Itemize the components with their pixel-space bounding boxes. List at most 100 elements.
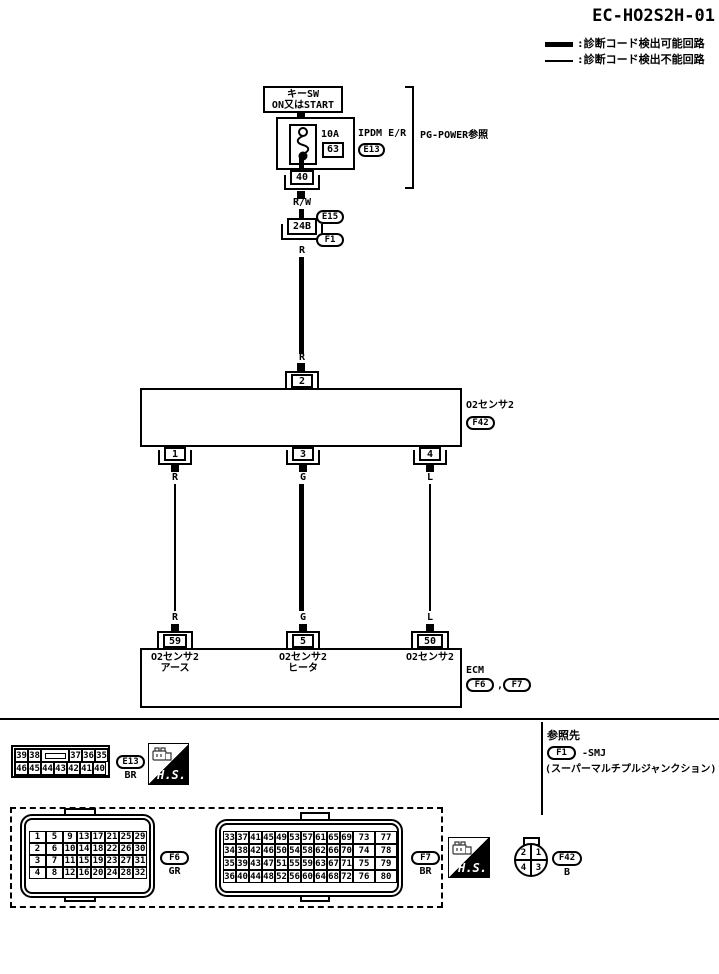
f7-connector-color: BR [419,866,432,877]
pin-cell: 41 [80,762,93,775]
f42-pin-2: 2 [520,848,527,858]
pin-3: 3 [292,447,314,461]
pin-cell: 71 [340,857,353,870]
hs-label: H.S. [157,768,186,782]
pin-cell: 1 [29,831,46,843]
wire1-color-top: R [171,472,179,483]
f42-connector-label: F42 [552,851,582,866]
o2-sensor-label: O2センサ2 [466,400,515,411]
pin-cell: 14 [77,843,91,855]
junction-w3-top [426,464,434,472]
pin-cell: 43 [54,762,67,775]
pin-cell: 15 [77,855,91,867]
pin59-bracket [157,631,193,648]
ecm-func3-line1: O2センサ2 [405,652,455,663]
pin-cell: 42 [67,762,80,775]
pin-cell: 44 [249,870,262,883]
wire2-color-bottom: G [299,612,307,623]
ecm-box [140,648,462,708]
pin24b-bracket [281,224,323,240]
pin-cell: 27 [119,855,133,867]
pin-cell: 37 [236,831,249,844]
pin-cell: 6 [46,843,63,855]
pin-cell: 77 [375,831,397,844]
legend-thick-line [545,42,573,47]
pin-cell: 63 [314,857,327,870]
pin-1: 1 [164,447,186,461]
wire-sensor-heater [299,484,304,611]
pin-cell: 46 [262,844,275,857]
pin5-bracket [286,631,320,648]
wire-smj-to-sensor [299,257,304,354]
pin-cell: 60 [301,870,314,883]
pin-cell: 74 [353,844,375,857]
f6-connector-inner [24,818,151,894]
key-switch-line2: ON又はSTART [271,100,335,111]
pin-cell: 21 [105,831,119,843]
connector-ref-e15: E15 [316,210,344,224]
hs-badge: H.S. [148,743,189,785]
pin-4: 4 [419,447,441,461]
ecm-func1: O2センサ2 アース [135,652,215,674]
pin-cell: 46 [15,762,28,775]
pin-cell: 18 [91,843,105,855]
ipdm-label: IPDM E/R [358,128,407,139]
pin-cell: 39 [236,857,249,870]
pin-2: 2 [291,374,313,388]
pin-cell: 3 [29,855,46,867]
pin-cell: 40 [236,870,249,883]
pin-cell: 35 [95,749,108,762]
page-title: EC-HO2S2H-01 [592,6,715,26]
pin-cell: 44 [41,762,54,775]
pin-cell: 34 [223,844,236,857]
legend-undetectable-label: :診断コード検出不能回路 [577,53,705,66]
pin-cell: 31 [133,855,147,867]
pin-cell: 20 [91,867,105,879]
reference-divider [541,722,543,815]
pin-40: 40 [290,170,314,185]
pin-cell: 50 [275,844,288,857]
pin-cell: 5 [46,831,63,843]
ecm-func3: O2センサ2 [390,652,470,663]
pin-cell: 23 [105,855,119,867]
wire1-color-bottom: R [171,612,179,623]
junction-w3-bottom [426,624,434,632]
pin-cell: 38 [28,749,41,762]
pin-cell: 12 [63,867,77,879]
wire2-color-top: G [299,472,307,483]
wire-sensor-signal [429,484,431,611]
pin-cell: 76 [353,870,375,883]
pin-cell: 61 [314,831,327,844]
f6-connector-label: F6 [160,851,189,865]
junction-w2-bottom [299,624,307,632]
legend-detectable-label: :診断コード検出可能回路 [577,37,705,50]
pin-cell: 55 [288,857,301,870]
pin-cell: 75 [353,857,375,870]
pin-5: 5 [292,634,314,648]
pin-cell: 36 [223,870,236,883]
fuse-number-box: 63 [322,142,344,158]
pin-cell: 2 [29,843,46,855]
pin-cell: 70 [340,844,353,857]
junction-w1-bottom [171,624,179,632]
pin-cell: 64 [314,870,327,883]
pin-cell: 33 [223,831,236,844]
f7-connector-inner [219,823,399,893]
junction-pin40 [297,191,305,199]
pin-cell: 57 [301,831,314,844]
pin-cell: 10 [63,843,77,855]
pin-cell: 8 [46,867,63,879]
pin-cell: 78 [375,844,397,857]
f42-pin-1: 1 [535,848,542,858]
pin-cell: 40 [93,762,106,775]
pin-cell: 16 [77,867,91,879]
e13-connector-label: E13 [116,755,145,769]
ecm-label: ECM [466,665,485,676]
pin-cell: 9 [63,831,77,843]
pin-50: 50 [417,634,443,648]
